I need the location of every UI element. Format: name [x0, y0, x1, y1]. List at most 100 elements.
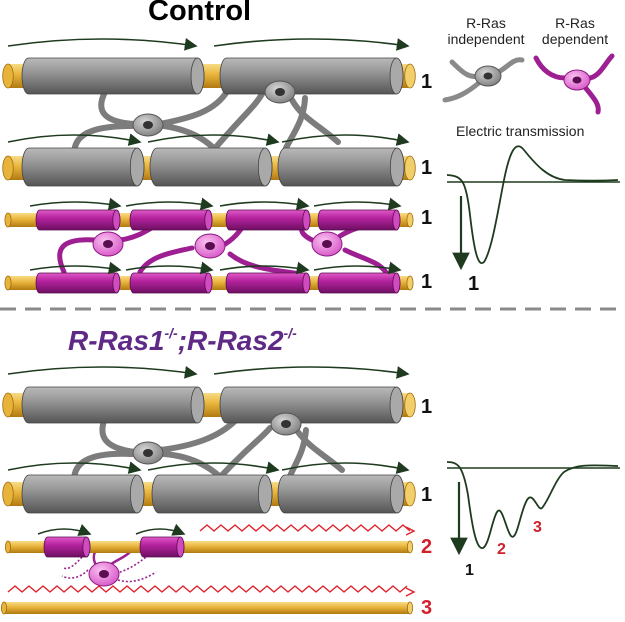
conduction-arrow [213, 38, 410, 51]
myelin-sheath-body [277, 474, 405, 514]
legend-dependent-line1: R-Ras [555, 15, 595, 31]
myelin-sheath [21, 386, 205, 424]
myelin-sheath-magenta-body [317, 272, 401, 294]
myelin-sheath-magenta-body [317, 209, 401, 231]
myelin-sheath-body [219, 386, 404, 424]
conduction-arrow [135, 523, 186, 536]
conduction-arrow [125, 197, 214, 211]
control-row4-label: 1 [421, 271, 433, 293]
myelin-sheath-magenta [317, 272, 401, 294]
myelin-sheath-cap [389, 474, 405, 514]
cell-nucleus [103, 240, 113, 248]
myelin-sheath-body [151, 474, 273, 514]
mutant-peak-label-3: 3 [533, 519, 542, 536]
myelin-sheath [277, 147, 405, 187]
myelin-sheath-body [21, 386, 205, 424]
legend-dependent-oligodendrocyte [533, 53, 615, 115]
oligodendrocyte-gray [270, 412, 302, 436]
conduction-arrows [7, 38, 410, 536]
cell-nucleus [275, 88, 285, 96]
axon-body [8, 541, 410, 553]
conduction-arrow [313, 261, 402, 275]
myelin-sheath [21, 474, 145, 514]
mutant-row2-label: 1 [421, 484, 433, 506]
myelin-sheath-body [21, 147, 145, 187]
myelin-sheath-magenta-body [225, 209, 311, 231]
control-transmission-plot [446, 145, 620, 271]
oligodendrocyte-gray [132, 113, 164, 137]
myelin-sheath [219, 57, 404, 95]
zigzag-head [405, 526, 416, 536]
conduction-arrow [313, 197, 402, 211]
control-title: Control [148, 0, 252, 27]
control-row3-label: 1 [421, 207, 433, 229]
myelin-sheath [149, 147, 273, 187]
myelin-sheath-magenta-cap [392, 209, 401, 231]
cell-process [157, 87, 231, 127]
zigzag [199, 524, 411, 532]
axon-end [0, 601, 8, 615]
cell-process [289, 97, 341, 145]
axon-end [404, 481, 416, 507]
axon-end [2, 63, 14, 89]
axon-end [2, 155, 14, 181]
conduction-arrow [281, 133, 410, 146]
legend-independent-line2: independent [447, 31, 525, 48]
mutant-row1-label: 1 [421, 396, 433, 418]
conduction-arrow [29, 197, 122, 211]
axon-end [2, 392, 14, 418]
axon-end [406, 601, 414, 615]
mutant-title-sup1: -/- [164, 325, 178, 341]
myelin-sheath-cap [190, 57, 205, 95]
cell-process [157, 417, 239, 453]
myelin-sheath [21, 147, 145, 187]
cell-process-dysfunctional [117, 571, 157, 583]
cell-process [342, 247, 391, 279]
myelin-sheath-cap [389, 57, 404, 95]
cell-process-dysfunctional [63, 556, 83, 570]
myelin-sheath [21, 57, 205, 95]
zigzag-head [405, 587, 416, 597]
axon-rows [0, 57, 416, 615]
axon-end [404, 63, 416, 89]
myelin-sheath-magenta-body [129, 272, 213, 294]
cell-nucleus [205, 242, 215, 250]
cell-process [287, 427, 309, 479]
cell-process [227, 251, 303, 277]
cell-process [108, 550, 132, 567]
cell-nucleus [322, 240, 332, 248]
myelin-sheath [277, 474, 405, 514]
myelin-sheath-magenta [139, 536, 185, 558]
oligodendrocyte-gray [264, 80, 296, 104]
myelin-sheath-magenta-cap [112, 272, 121, 294]
myelin-sheath-magenta [43, 536, 91, 558]
legend-dependent-label: R-Ras dependent [530, 15, 620, 47]
cell-nucleus [143, 121, 153, 129]
axon-end [4, 540, 12, 554]
myelin-sheath-cap [389, 386, 404, 424]
myelin-sheath-magenta-body [35, 272, 121, 294]
legend-independent-label: R-Ras independent [436, 15, 536, 47]
myelin-sheath-magenta-cap [82, 536, 91, 558]
axon-end [2, 481, 14, 507]
myelin-sheath-cap [389, 147, 405, 187]
legend-dependent-line2: dependent [541, 31, 609, 48]
conduction-arrow [7, 461, 142, 474]
myelin-sheath-cap [129, 147, 145, 187]
conduction-arrow [219, 261, 310, 275]
myelin-sheath-cap [129, 474, 145, 514]
mutant-row3-label: 2 [421, 536, 433, 558]
oligodendrocyte-magenta [92, 231, 124, 257]
mutant-title-sup2: -/- [283, 325, 297, 341]
oligodendrocyte-magenta [88, 561, 120, 587]
conduction-arrow [7, 133, 142, 146]
myelin-sheath-body [277, 147, 405, 187]
conduction-arrow [29, 261, 122, 275]
myelin-sheath-cap [257, 474, 273, 514]
myelin-sheath-magenta [225, 209, 311, 231]
cell-nucleus [143, 449, 153, 457]
cell-process [137, 245, 195, 275]
myelin-sheath-magenta-cap [392, 272, 401, 294]
zigzag [7, 585, 408, 593]
